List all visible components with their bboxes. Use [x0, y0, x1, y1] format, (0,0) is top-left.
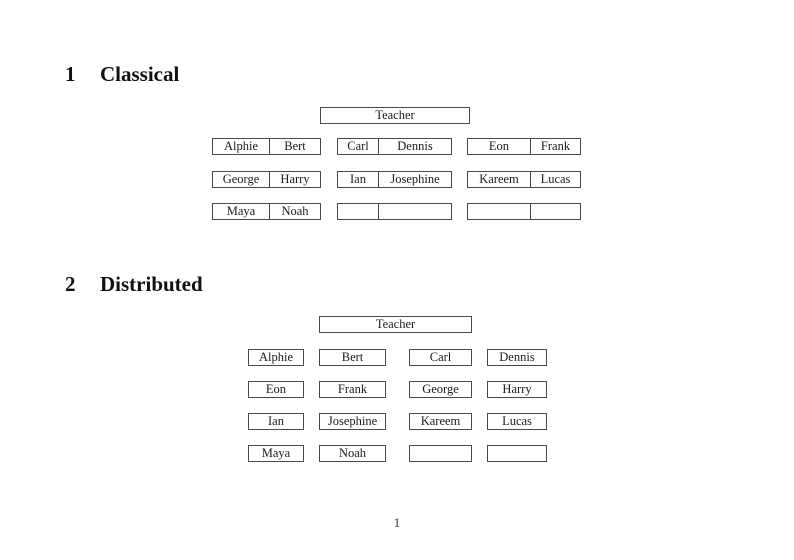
desk: Alphie Bert	[212, 138, 321, 155]
desk-seat-left: Eon	[468, 139, 531, 154]
desk: Ian Josephine	[337, 171, 452, 188]
desk-seat-left: Alphie	[213, 139, 270, 154]
seat-box: Dennis	[487, 349, 547, 366]
desk: George Harry	[212, 171, 321, 188]
teacher-box: Teacher	[319, 316, 472, 333]
section-title: Distributed	[100, 272, 203, 296]
desk: Kareem Lucas	[467, 171, 581, 188]
desk-seat-right: Harry	[280, 172, 310, 186]
section-heading-classical: 1 Classical	[65, 62, 179, 87]
desk-empty	[467, 203, 581, 220]
seat-box: Frank	[319, 381, 386, 398]
seat-box: Kareem	[409, 413, 472, 430]
desk-seat-left	[338, 204, 379, 219]
section-heading-distributed: 2 Distributed	[65, 272, 203, 297]
seat-box: Eon	[248, 381, 304, 398]
section-number: 2	[65, 272, 76, 296]
teacher-box: Teacher	[320, 107, 470, 124]
seat-box: Josephine	[319, 413, 386, 430]
seat-box: Lucas	[487, 413, 547, 430]
desk-seat-right: Noah	[281, 204, 309, 218]
desk-seat-left: Carl	[338, 139, 379, 154]
desk: Maya Noah	[212, 203, 321, 220]
desk: Eon Frank	[467, 138, 581, 155]
seat-box: Noah	[319, 445, 386, 462]
desk-seat-left: Kareem	[468, 172, 531, 187]
desk-seat-right: Dennis	[397, 139, 433, 153]
desk-seat-right	[531, 204, 580, 219]
desk-empty	[337, 203, 452, 220]
seat-box: Ian	[248, 413, 304, 430]
desk-seat-right: Lucas	[540, 172, 571, 186]
seat-box-empty	[487, 445, 547, 462]
seat-box: George	[409, 381, 472, 398]
seat-box: Bert	[319, 349, 386, 366]
desk-seat-right: Josephine	[390, 172, 440, 186]
section-number: 1	[65, 62, 76, 86]
desk-seat-right: Frank	[540, 139, 571, 153]
desk-seat-left: Ian	[338, 172, 379, 187]
desk-seat-left: George	[213, 172, 270, 187]
desk-seat-left: Maya	[213, 204, 270, 219]
desk: Carl Dennis	[337, 138, 452, 155]
desk-seat-right	[379, 204, 451, 219]
seat-box: Harry	[487, 381, 547, 398]
seat-box-empty	[409, 445, 472, 462]
desk-seat-right: Bert	[284, 139, 306, 153]
seat-box: Maya	[248, 445, 304, 462]
section-title: Classical	[100, 62, 180, 86]
desk-seat-left	[468, 204, 531, 219]
page-number: 1	[393, 515, 401, 530]
seat-box: Alphie	[248, 349, 304, 366]
seat-box: Carl	[409, 349, 472, 366]
